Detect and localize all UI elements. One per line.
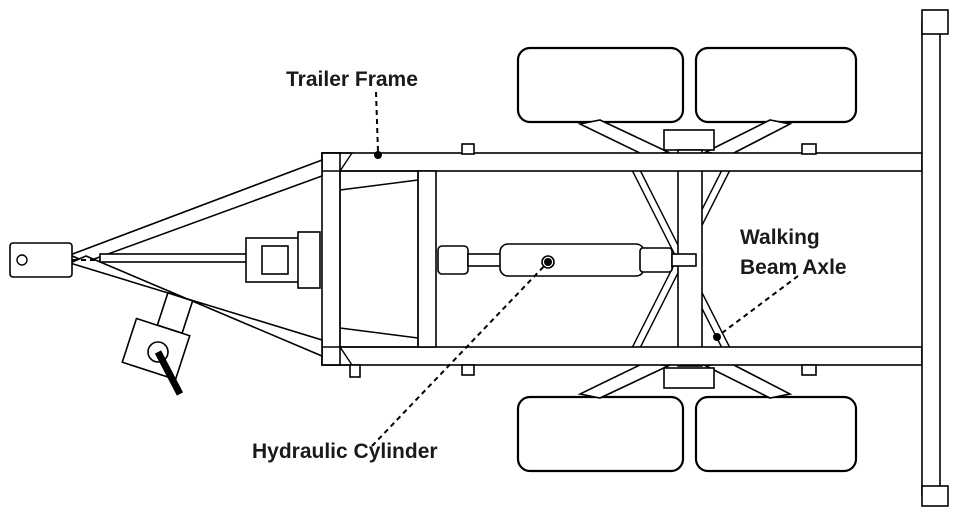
tire-bottom-right [694,395,858,473]
hydraulic-cylinder [437,243,697,277]
label-trailer-frame: Trailer Frame [286,68,418,91]
label-walking-beam-line1: Walking [740,226,820,249]
trailer-jack [121,291,194,396]
hitch-coupler [9,242,73,278]
trailer-frame [321,143,923,378]
tire-top-left [516,46,685,124]
tires [516,46,858,473]
tire-bottom-left [516,395,685,473]
tongue [9,158,323,358]
label-walking-beam-line2: Beam Axle [740,256,847,279]
leader-lines [371,91,799,447]
rear-bar [921,9,949,507]
tire-top-right [694,46,858,124]
label-hydraulic-cylinder: Hydraulic Cylinder [252,440,438,463]
